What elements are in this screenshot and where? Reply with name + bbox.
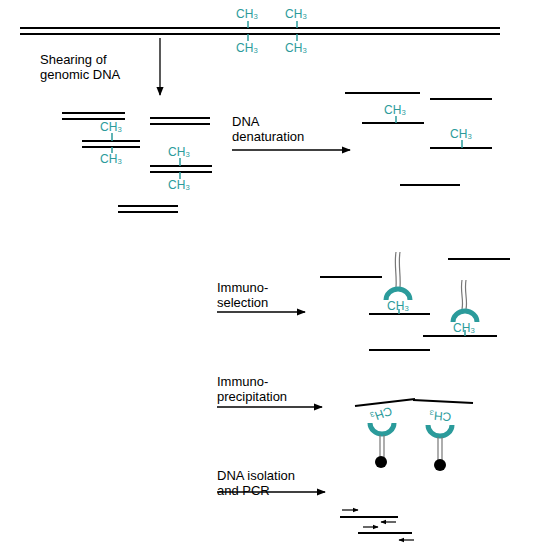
- methyl-group-label: CH₃: [236, 42, 258, 54]
- step-label: DNA denaturation: [232, 114, 317, 144]
- step-label: Shearing of genomic DNA: [40, 52, 128, 82]
- methyl-group-label: CH₃: [450, 128, 472, 140]
- methyl-group-label: CH₃: [100, 121, 122, 133]
- methyl-group-label: CH₃: [168, 146, 190, 158]
- step-label: DNA isolation and PCR: [217, 468, 309, 498]
- methyl-group-label: CH₃: [285, 8, 307, 20]
- methyl-group-label: CH₃: [387, 300, 409, 312]
- primer-arrows: [342, 510, 414, 540]
- methyl-group-label: CH₃: [100, 153, 122, 165]
- methyl-group-label: CH₃: [369, 405, 394, 424]
- methyl-group-label: CH₃: [453, 322, 475, 334]
- methyl-group-label: CH₃: [285, 42, 307, 54]
- step-label: Immuno- precipitation: [217, 374, 305, 404]
- methyl-group-label: CH₃: [384, 104, 406, 116]
- methyl-group-label: CH₃: [236, 8, 258, 20]
- dna-strands: [20, 28, 510, 533]
- methyl-ticks: [112, 21, 465, 336]
- methyl-group-label: CH₃: [429, 409, 452, 423]
- methyl-group-label: CH₃: [168, 179, 190, 191]
- step-arrows: [160, 38, 350, 492]
- step-label: Immuno- selection: [217, 280, 289, 310]
- antibodies: [370, 252, 477, 471]
